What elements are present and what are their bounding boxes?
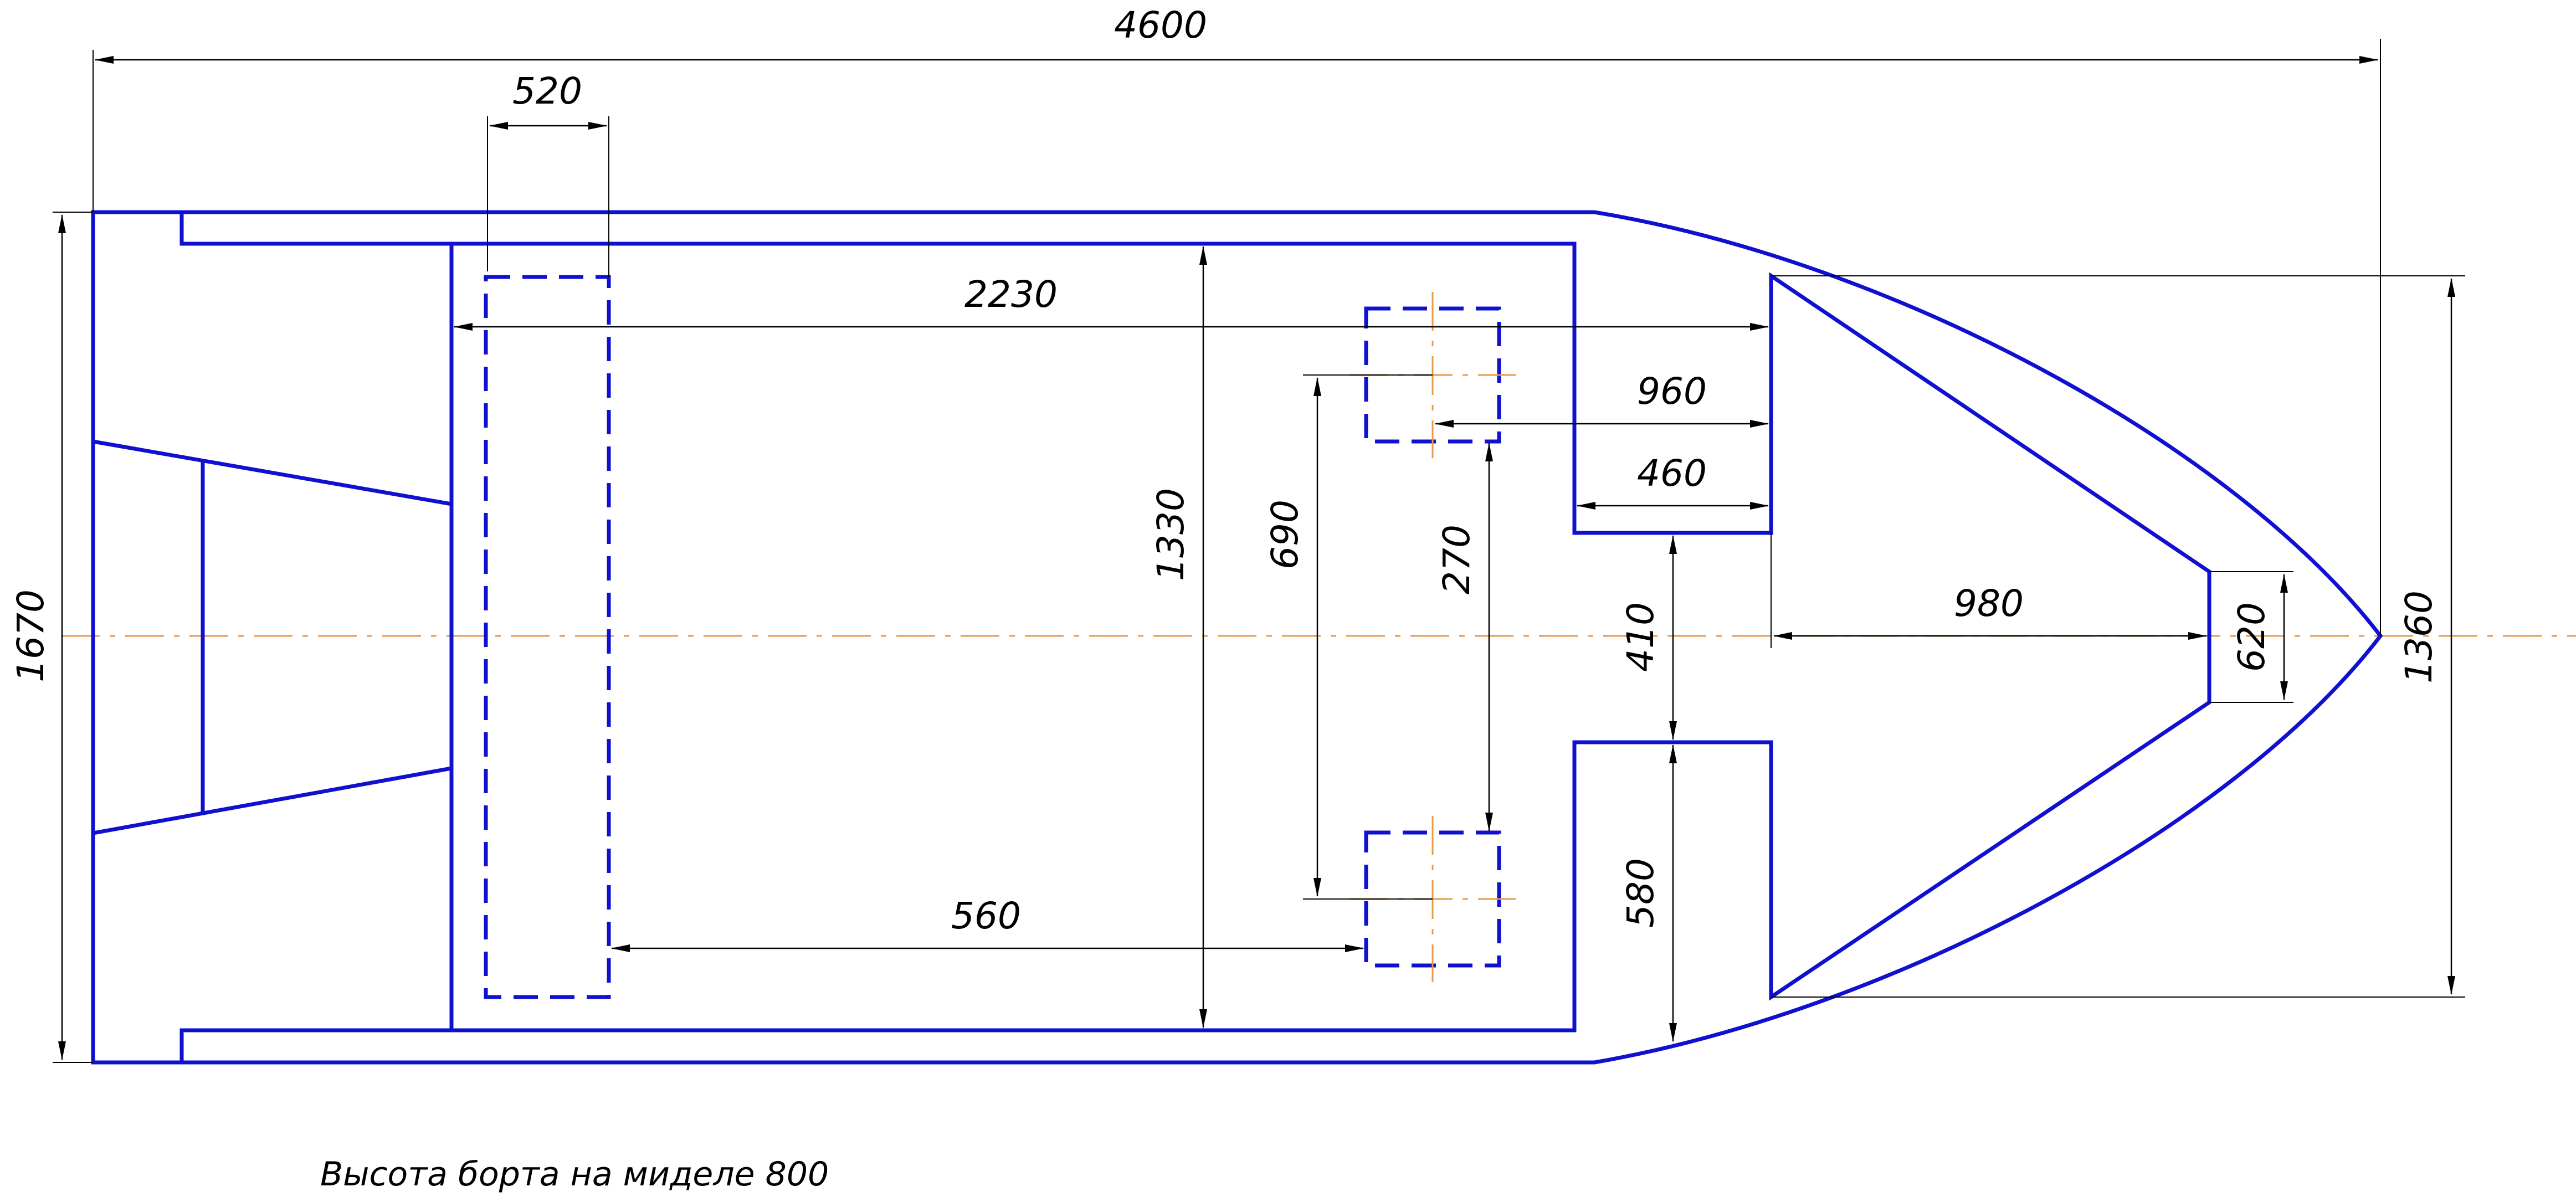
drawing-note: Высота борта на миделе 800: [320, 1155, 829, 1194]
cockpit-outline: [449, 242, 2211, 1033]
dim-overall-length: 4600: [1114, 4, 1207, 47]
dim-bow-offset: 960: [1637, 370, 1707, 413]
transom-inner-bottom: [91, 766, 454, 1062]
dim-bench-to-seat: 560: [951, 895, 1021, 937]
dim-bench-width: 520: [512, 70, 582, 112]
dim-cockpit-length: 2230: [964, 273, 1058, 316]
hull-outline: [91, 210, 2383, 1065]
dim-bow-length: 980: [1954, 582, 2024, 625]
dim-passage-width: 410: [1619, 602, 1662, 672]
dim-seat-gap: 270: [1435, 525, 1478, 594]
dim-seat-spacing: 690: [1264, 500, 1306, 569]
dim-cockpit-width: 1330: [1150, 488, 1192, 581]
hidden-elements: [484, 275, 1516, 999]
outer-hull-line: [91, 210, 2383, 1065]
dimensions: 4600 520 1670 2230 1330 690 270 560 960: [9, 4, 2465, 1063]
dim-side-width: 580: [1619, 858, 1662, 928]
transom-inner-top: [91, 212, 454, 507]
dim-bow-tip-width: 620: [2230, 602, 2273, 672]
dim-bow-width: 1360: [2398, 590, 2440, 684]
dim-overall-width: 1670: [9, 589, 52, 682]
bench-hidden: [484, 275, 611, 999]
dim-step-depth: 460: [1637, 452, 1707, 495]
